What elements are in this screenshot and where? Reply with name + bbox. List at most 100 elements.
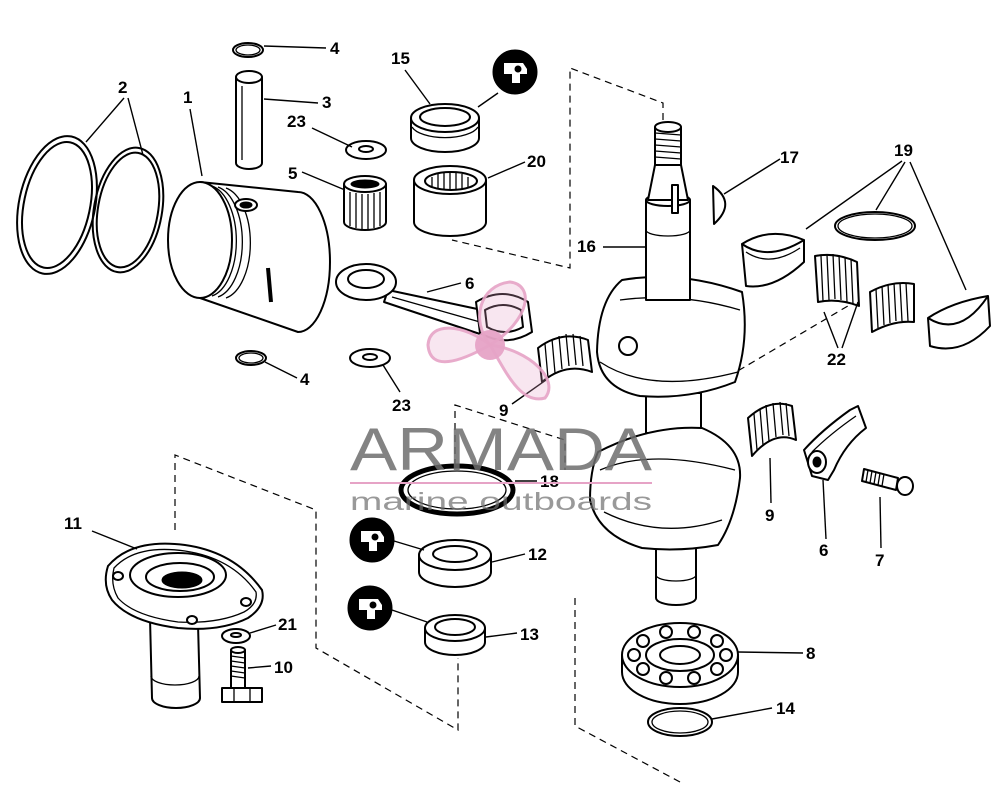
crank-lower-web: [589, 426, 742, 551]
callout-20: 20: [527, 152, 546, 171]
callout-23-bottom: 23: [392, 396, 411, 415]
callout-9-right: 9: [765, 506, 774, 525]
piston-crown: [167, 181, 233, 299]
ring-inner: [837, 213, 913, 239]
bolt-threads: [230, 655, 246, 679]
roller-bearing-upper: [413, 165, 487, 237]
callout-12: 12: [528, 545, 547, 564]
shell-face: [927, 295, 991, 350]
housing-bore: [161, 571, 203, 589]
leader-9-right: [769, 457, 772, 504]
bearing-ball: [710, 662, 724, 676]
leader-5: [301, 171, 346, 191]
watermark-tagline: marine outboards: [350, 488, 652, 516]
assembly-lines: [174, 67, 859, 783]
leader-3: [263, 98, 319, 104]
callout-19: 19: [894, 141, 913, 160]
o-ring-outer: [398, 463, 516, 517]
cage-rollers: [820, 253, 854, 305]
leader-4-top: [263, 45, 327, 49]
leader-4-bottom: [264, 361, 298, 379]
leader-13-symbol: [391, 609, 428, 623]
sealant-symbol-icon: [492, 49, 538, 95]
rod-cap-screw: [861, 468, 914, 496]
assembly-line-left: [174, 454, 459, 732]
bearing-ball: [659, 671, 673, 685]
bearing-ball: [687, 625, 701, 639]
pin-bore: [239, 201, 253, 209]
callout-17: 17: [780, 148, 799, 167]
washer-hole: [230, 632, 242, 638]
housing-bolt: [221, 646, 263, 703]
propeller-blade: [478, 280, 527, 347]
ring-edge: [235, 350, 267, 366]
cap-bolt-hole: [812, 456, 822, 468]
ring-inner: [651, 710, 709, 734]
seal-band: [411, 126, 479, 139]
ring-inner-edge: [21, 141, 93, 269]
callout-21: 21: [278, 615, 297, 634]
piston-pin: [235, 70, 263, 170]
ball-bearing: [621, 622, 739, 705]
callout-6-rod: 6: [465, 274, 474, 293]
leader-20: [487, 161, 526, 179]
screw-threads: [865, 469, 885, 487]
screw-head: [896, 476, 914, 496]
ring-groove: [217, 186, 243, 298]
bearing-ball: [636, 634, 650, 648]
leader-lines: [85, 45, 967, 720]
crank-keyway: [671, 184, 679, 214]
callout-4-top: 4: [330, 39, 340, 58]
housing-bolt-hole: [112, 571, 124, 581]
callout-1: 1: [183, 88, 192, 107]
rod-beam-rib: [391, 296, 481, 323]
shell-rim: [927, 295, 989, 319]
bearing-ball: [719, 648, 733, 662]
skirt-cutout: [266, 267, 273, 303]
key-body: [712, 185, 727, 225]
bolt-head-flats: [233, 688, 251, 702]
bearing-needles: [753, 401, 790, 451]
thrust-washer-bottom: [349, 348, 391, 368]
leader-8: [737, 651, 804, 654]
roller-cage-left: [814, 253, 860, 307]
leader-21: [249, 624, 277, 634]
seal-lip: [432, 545, 478, 563]
bearing-retaining-ring: [834, 211, 916, 241]
bearing-bore: [659, 645, 701, 665]
pin-body: [235, 76, 263, 170]
bolt-tip: [230, 646, 246, 654]
leader-1: [189, 108, 203, 177]
watermark-brand: ARMADA: [350, 416, 652, 483]
bearing-snap-ring: [647, 707, 713, 737]
propeller-logo-icon: [426, 280, 551, 401]
crank-lower-journal: [655, 544, 697, 606]
shell-rim: [741, 232, 805, 245]
cage-body: [814, 253, 860, 307]
bearing-ball: [710, 634, 724, 648]
needle-bearing-half-left: [537, 333, 593, 383]
cap-inner: [811, 415, 857, 453]
sealant-symbol-icon: [349, 517, 395, 563]
bearing-cage: [424, 171, 478, 191]
woodruff-key: [712, 185, 727, 225]
symbol-dot: [514, 65, 522, 73]
housing-tube-step: [150, 675, 200, 686]
leader-11: [91, 530, 138, 550]
leader-9-left: [511, 379, 547, 405]
pin-end: [235, 70, 263, 84]
bearing-ball: [659, 625, 673, 639]
shell-face: [741, 239, 805, 288]
leader-7: [879, 496, 882, 549]
bearing-shell-left: [741, 232, 805, 288]
seal-lip: [434, 618, 476, 636]
ring-edge: [232, 42, 264, 58]
bearing-bore: [350, 179, 380, 189]
ring-edge: [834, 211, 916, 241]
o-ring: [398, 463, 516, 517]
ring-groove: [211, 185, 237, 297]
retaining-ring-bottom: [235, 350, 267, 366]
leader-15: [404, 69, 431, 105]
symbol-dot: [369, 601, 377, 609]
